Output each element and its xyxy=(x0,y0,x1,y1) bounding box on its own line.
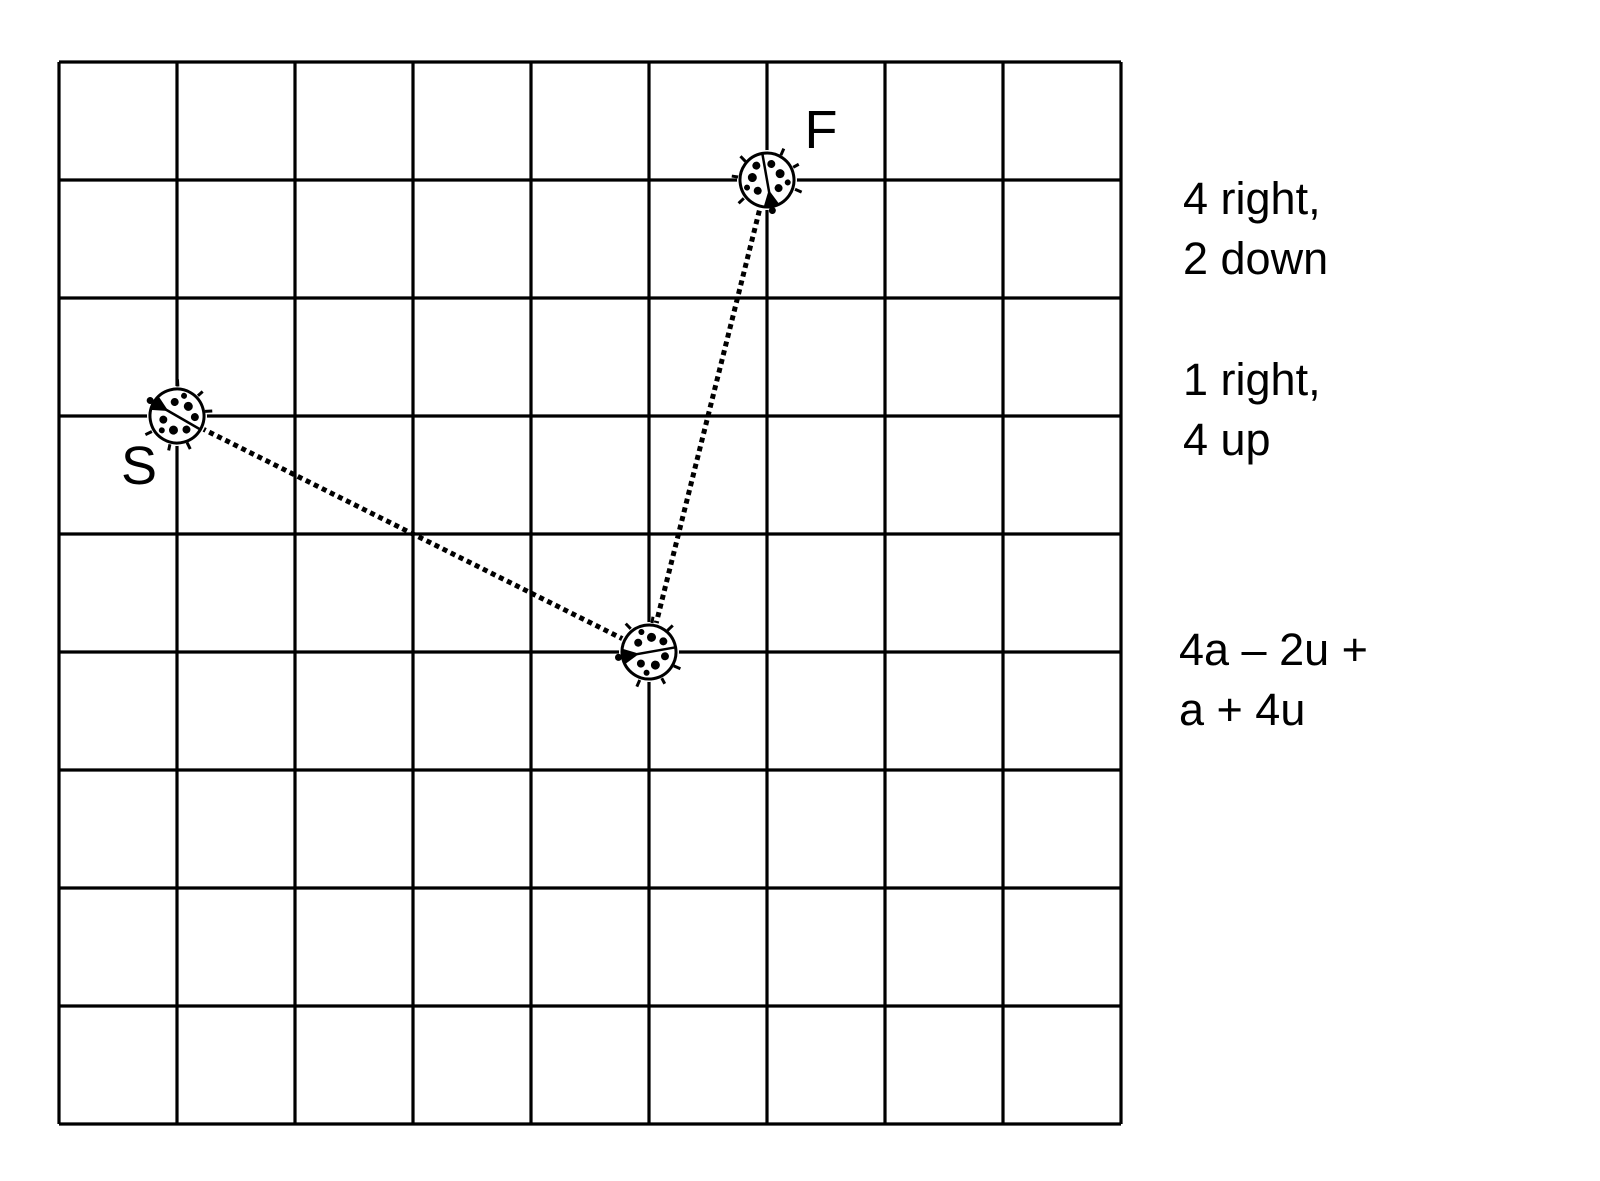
move-1-line-2: 2 down xyxy=(1183,233,1329,284)
move-1-line-1: 4 right, xyxy=(1183,173,1321,224)
move-1-note: 4 right, 2 down xyxy=(1183,169,1328,289)
vector-sum-note: 4a – 2u + a + 4u xyxy=(1179,620,1368,740)
vector-sum-line-2: a + 4u xyxy=(1179,684,1306,735)
path-segment-1 xyxy=(175,413,651,655)
finish-label: F xyxy=(805,100,838,160)
move-2-line-2: 4 up xyxy=(1183,414,1271,465)
point-labels: S F xyxy=(121,100,838,496)
path-segment-2 xyxy=(646,179,770,653)
ladybugs xyxy=(128,143,808,693)
path-lines xyxy=(175,179,770,655)
finish-ladybug-icon xyxy=(726,143,808,222)
vector-sum-line-1: 4a – 2u + xyxy=(1179,624,1368,675)
move-2-note: 1 right, 4 up xyxy=(1183,350,1321,470)
middle-ladybug-icon xyxy=(607,611,686,693)
start-label: S xyxy=(121,436,157,496)
grid-lines xyxy=(57,60,1123,1126)
move-2-line-1: 1 right, xyxy=(1183,354,1321,405)
